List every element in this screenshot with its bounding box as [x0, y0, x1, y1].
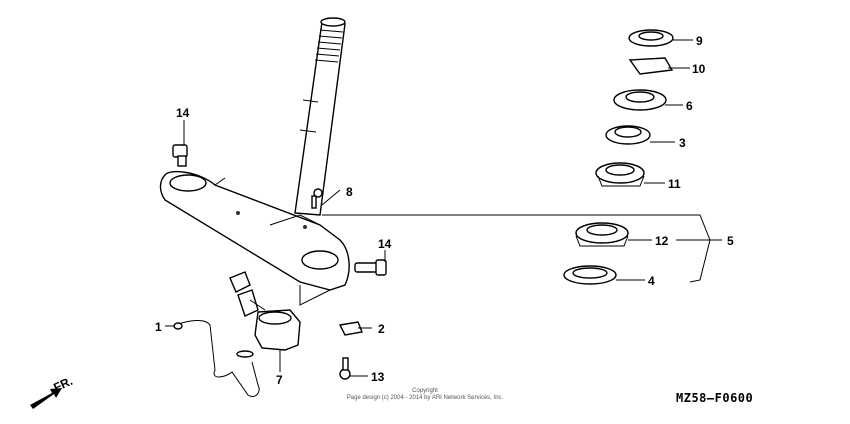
- copyright-notice: Copyright Page design (c) 2004 - 2014 by…: [300, 388, 550, 402]
- screw-8: [311, 188, 323, 209]
- front-label: FR.: [51, 374, 74, 395]
- part-9-lock-nut: [628, 29, 674, 47]
- callout-11: 11: [668, 177, 681, 191]
- part-11-bearing: [595, 162, 645, 187]
- callout-12: 12: [655, 234, 669, 248]
- copyright-line-1: Copyright: [412, 388, 438, 394]
- callout-6: 6: [686, 99, 693, 113]
- callout-7: 7: [276, 373, 283, 387]
- callout-14-right: 14: [378, 237, 392, 251]
- clip-2: [338, 321, 363, 336]
- callout-1: 1: [155, 320, 162, 334]
- callout-2: 2: [378, 322, 385, 336]
- callout-8: 8: [346, 185, 353, 199]
- callout-4: 4: [648, 274, 655, 288]
- callout-14-upper: 14: [176, 106, 190, 120]
- part-12-bearing: [575, 222, 629, 247]
- callout-13: 13: [371, 370, 385, 384]
- part-4-dust-seal: [563, 265, 617, 285]
- part-6-adjusting-nut: [613, 89, 667, 111]
- bolt-14-right: [354, 259, 387, 276]
- callout-10: 10: [692, 62, 706, 76]
- copyright-line-2: Page design (c) 2004 - 2014 by ARI Netwo…: [346, 395, 504, 401]
- leader-lines: [165, 39, 722, 377]
- lock-assembly-7: [229, 271, 301, 351]
- bolt-14-upper: [172, 144, 188, 167]
- part-10-lock-washer: [628, 57, 674, 75]
- bottom-bridge: [159, 170, 350, 291]
- callout-9: 9: [696, 34, 703, 48]
- callout-3: 3: [679, 136, 686, 150]
- steering-stem-shaft: [294, 17, 346, 216]
- part-3-bearing-race: [605, 125, 651, 145]
- callout-5: 5: [727, 234, 734, 248]
- screw-13: [339, 357, 351, 380]
- wire-harness-1: [173, 320, 260, 398]
- diagram-code: MZ58—F0600: [676, 391, 754, 405]
- front-arrow-icon: [30, 388, 62, 409]
